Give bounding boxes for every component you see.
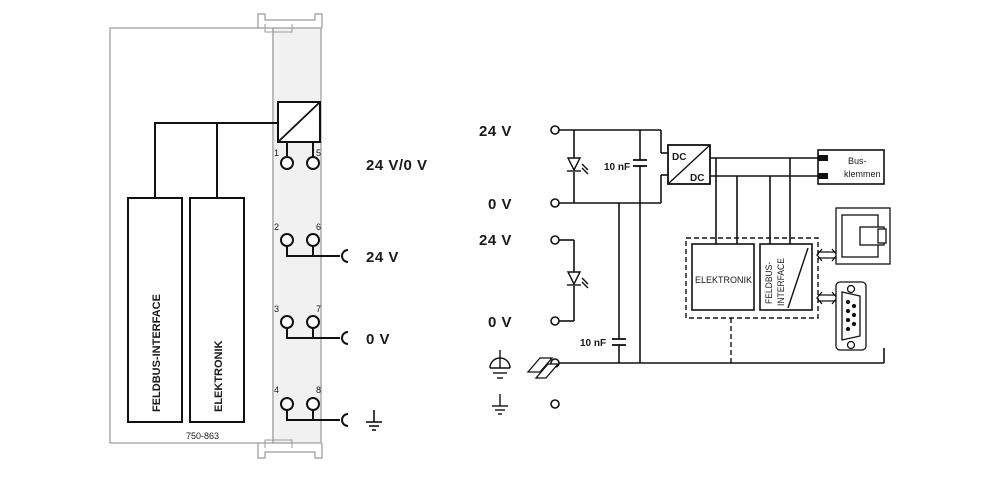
terminal-contact bbox=[280, 315, 294, 329]
terminal-contact bbox=[280, 156, 294, 170]
bus-terminal-connector: Bus- klemmen bbox=[817, 149, 885, 185]
terminal-contact bbox=[306, 156, 320, 170]
fieldbus-label-line2: INTERFACE bbox=[776, 258, 786, 306]
fieldbus-interface-block-schematic: FELDBUS- INTERFACE bbox=[759, 243, 813, 311]
terminal-number: 7 bbox=[316, 304, 321, 314]
terminal-number: 8 bbox=[316, 385, 321, 395]
input-label-0v-top: 0 V bbox=[488, 196, 512, 213]
terminal-contact bbox=[550, 235, 560, 245]
electronics-label: ELEKTRONIK bbox=[213, 340, 225, 412]
terminal-contact bbox=[550, 198, 560, 208]
terminal-contact bbox=[280, 233, 294, 247]
electronics-block-schematic: ELEKTRONIK bbox=[691, 243, 755, 311]
terminal-number: 2 bbox=[274, 222, 279, 232]
din-rail-icon bbox=[526, 357, 560, 379]
capacitor-icon bbox=[612, 338, 626, 346]
input-label-0v-bottom: 0 V bbox=[488, 314, 512, 331]
dc-dc-converter: DC DC bbox=[667, 144, 711, 185]
terminal-contact bbox=[280, 397, 294, 411]
network-port-icon bbox=[835, 207, 891, 265]
terminal-group-3-7: 3 7 bbox=[274, 304, 349, 345]
terminal-number: 6 bbox=[316, 222, 321, 232]
bus-label-line2: klemmen bbox=[844, 169, 881, 179]
input-label-24v-bottom: 24 V bbox=[479, 232, 512, 249]
internal-bus-lines bbox=[154, 122, 278, 198]
fieldbus-interface-block: FELDBUS-INTERFACE bbox=[127, 197, 183, 423]
input-label-24v-top: 24 V bbox=[479, 123, 512, 140]
ground-icon bbox=[492, 394, 508, 415]
terminal-number: 4 bbox=[274, 385, 279, 395]
dc-converter-icon bbox=[277, 101, 321, 157]
terminal-contact bbox=[550, 125, 560, 135]
schematic-wiring bbox=[559, 129, 885, 364]
terminal-contact bbox=[550, 316, 560, 326]
terminal-contact bbox=[306, 397, 320, 411]
bus-label-line1: Bus- bbox=[848, 156, 867, 166]
terminal-group-4-8: 4 8 bbox=[274, 385, 349, 427]
terminal-contact bbox=[306, 233, 320, 247]
supply-label-0v: 0 V bbox=[366, 331, 390, 348]
terminal-group-1-5: 1 5 bbox=[274, 148, 321, 170]
electronics-label-schematic: ELEKTRONIK bbox=[695, 275, 752, 285]
terminal-number: 1 bbox=[274, 148, 279, 158]
fieldbus-interface-label: FELDBUS-INTERFACE bbox=[151, 294, 163, 412]
protective-earth-icon bbox=[489, 350, 511, 379]
double-arrow-icon bbox=[816, 291, 838, 305]
capacitor-icon bbox=[633, 159, 647, 167]
double-arrow-icon bbox=[816, 248, 838, 262]
converter-label-bottom: DC bbox=[690, 173, 704, 184]
terminal-number: 3 bbox=[274, 304, 279, 314]
supply-label-24v-0v: 24 V/0 V bbox=[366, 157, 428, 174]
terminal-contact bbox=[550, 399, 560, 409]
led-icon bbox=[566, 271, 589, 289]
led-icon bbox=[566, 157, 589, 175]
supply-label-24v: 24 V bbox=[366, 249, 399, 266]
dsub-connector-icon bbox=[835, 281, 867, 351]
converter-label-top: DC bbox=[672, 152, 686, 163]
electronics-block: ELEKTRONIK bbox=[189, 197, 245, 423]
terminal-group-2-6: 2 6 bbox=[274, 222, 349, 263]
capacitor-label-bottom: 10 nF bbox=[580, 338, 606, 349]
terminal-contact bbox=[306, 315, 320, 329]
ground-icon bbox=[366, 410, 382, 431]
terminal-number: 5 bbox=[316, 148, 321, 158]
part-number: 750-863 bbox=[186, 431, 219, 441]
fieldbus-label-line1: FELDBUS- bbox=[764, 262, 774, 304]
dashed-enclosure bbox=[685, 237, 819, 319]
capacitor-label-top: 10 nF bbox=[604, 162, 630, 173]
